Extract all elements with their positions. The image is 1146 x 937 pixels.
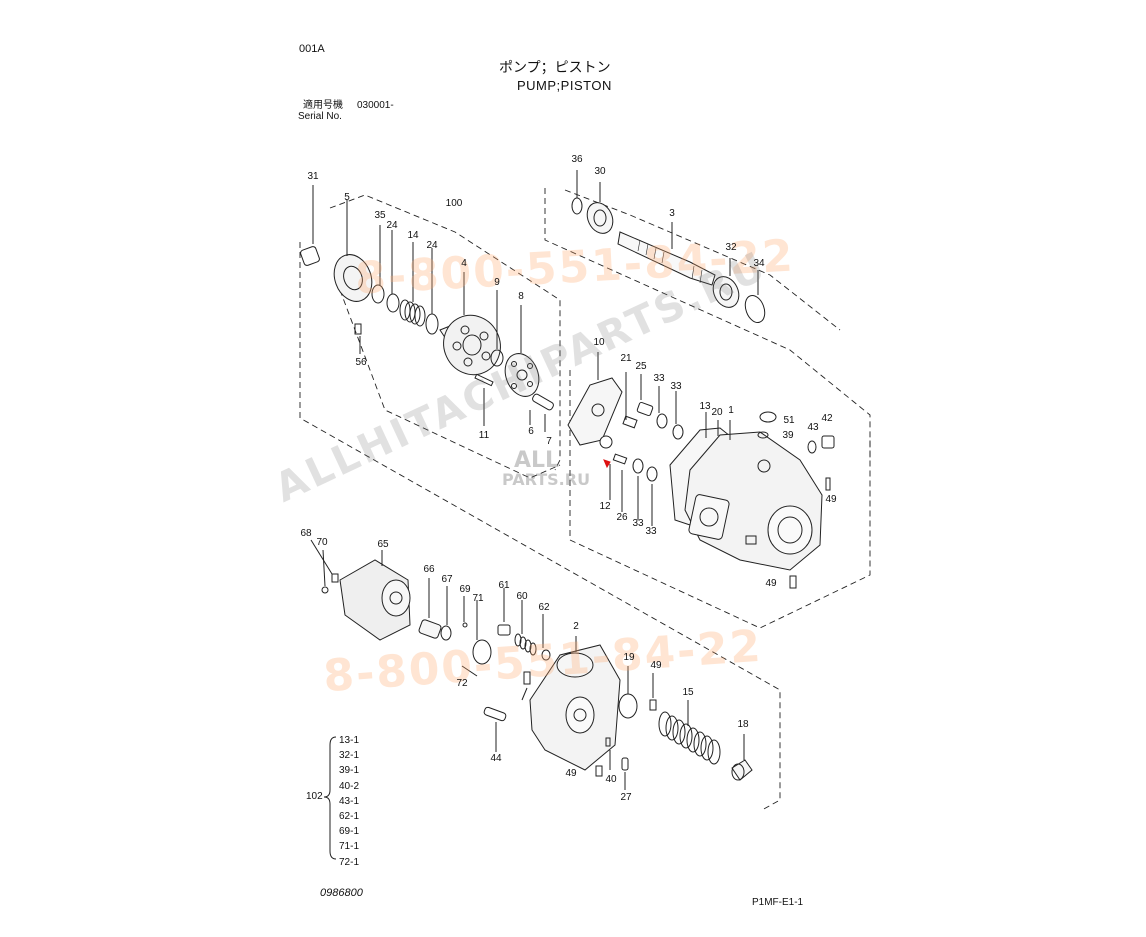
callout-1: 1 (728, 405, 734, 416)
callout-21: 21 (620, 353, 632, 364)
sheet-reference: P1MF-E1-1 (752, 897, 804, 908)
kit-item-list: 13-1 32-1 39-1 40-2 43-1 62-1 69-1 71-1 72-1 (339, 733, 359, 870)
title-japanese: ポンプ；ピストン (499, 59, 611, 75)
callout-32: 32 (725, 242, 737, 253)
callout-2: 2 (573, 621, 579, 632)
callout-13: 13 (699, 401, 711, 412)
callout-7: 7 (546, 436, 552, 447)
callout-42: 42 (821, 413, 833, 424)
title-english: PUMP;PISTON (517, 78, 612, 93)
callout-26: 26 (616, 512, 628, 523)
gear-pump-parts (310, 539, 753, 790)
callout-20: 20 (711, 407, 723, 418)
callout-4: 4 (461, 258, 467, 269)
callout-33: 33 (653, 373, 665, 384)
callout-70: 70 (316, 537, 328, 548)
callout-10: 10 (593, 337, 605, 348)
callout-18: 18 (737, 719, 749, 730)
page-code: 001A (299, 43, 325, 55)
callout-66: 66 (423, 564, 435, 575)
callout-51: 51 (783, 415, 795, 426)
callout-8: 8 (518, 291, 524, 302)
callout-30: 30 (594, 166, 606, 177)
callout-67: 67 (441, 574, 453, 585)
drive-shaft-parts (571, 170, 766, 324)
callout-33: 33 (632, 518, 644, 529)
kit-item: 39-1 (339, 765, 360, 777)
callout-11: 11 (478, 430, 490, 441)
callout-49: 49 (565, 768, 577, 779)
kit-item: 69-1 (339, 826, 360, 838)
callout-60: 60 (516, 591, 528, 602)
kit-label: 102 (306, 791, 323, 802)
kit-item: 43-1 (339, 795, 360, 807)
callout-100: 100 (445, 198, 463, 209)
callout-14: 14 (407, 230, 419, 241)
callout-6: 6 (528, 426, 534, 437)
callout-15: 15 (682, 687, 694, 698)
callout-44: 44 (490, 753, 502, 764)
callout-12: 12 (599, 501, 611, 512)
callout-24: 24 (386, 220, 398, 231)
callout-31: 31 (307, 171, 319, 182)
serial-label-japanese: 適用号機 (303, 100, 343, 111)
kit-item: 71-1 (339, 841, 360, 853)
callout-9: 9 (494, 277, 500, 288)
callout-65: 65 (377, 539, 389, 550)
cylinder-block-4 (439, 314, 501, 376)
spring-60 (514, 633, 537, 656)
callout-69: 69 (459, 584, 471, 595)
callout-49: 49 (650, 660, 662, 671)
serial-value: 030001- (357, 100, 394, 111)
callout-61: 61 (498, 580, 510, 591)
pump-housing-1 (684, 431, 823, 571)
callout-68: 68 (300, 528, 312, 539)
callout-36: 36 (571, 154, 583, 165)
red-marker (603, 459, 611, 469)
callout-35: 35 (374, 210, 386, 221)
retainer-plate-8 (504, 353, 540, 397)
pump-cover-2 (529, 644, 621, 771)
callout-33: 33 (670, 381, 682, 392)
kit-item: 13-1 (339, 735, 360, 746)
kit-item: 32-1 (339, 750, 360, 762)
drawing-number: 0986800 (320, 887, 363, 899)
housing-parts (567, 352, 835, 589)
kit-item: 40-2 (339, 780, 360, 792)
callout-62: 62 (538, 602, 550, 613)
callout-71: 71 (472, 593, 484, 604)
kit-item: 72-1 (339, 856, 360, 868)
spring-15 (658, 711, 721, 765)
callout-49: 49 (765, 578, 777, 589)
shaft-splines (637, 239, 703, 284)
callout-43: 43 (807, 422, 819, 433)
rotating-group-parts (300, 185, 554, 432)
callout-25: 25 (635, 361, 647, 372)
serial-label-english: Serial No. (298, 111, 342, 122)
callout-3: 3 (669, 208, 675, 219)
callout-19: 19 (623, 652, 635, 663)
callout-33: 33 (645, 526, 657, 537)
callout-24: 24 (426, 240, 438, 251)
callout-40: 40 (605, 774, 617, 785)
callout-56: 56 (355, 357, 367, 368)
callout-49: 49 (825, 494, 837, 505)
callout-72: 72 (456, 678, 468, 689)
callout-39: 39 (782, 430, 794, 441)
kit-item: 62-1 (339, 811, 360, 823)
callout-34: 34 (753, 258, 765, 269)
kit-bracket (323, 736, 337, 860)
callout-27: 27 (620, 792, 632, 803)
callout-5: 5 (344, 192, 350, 203)
spring-14 (399, 299, 426, 327)
